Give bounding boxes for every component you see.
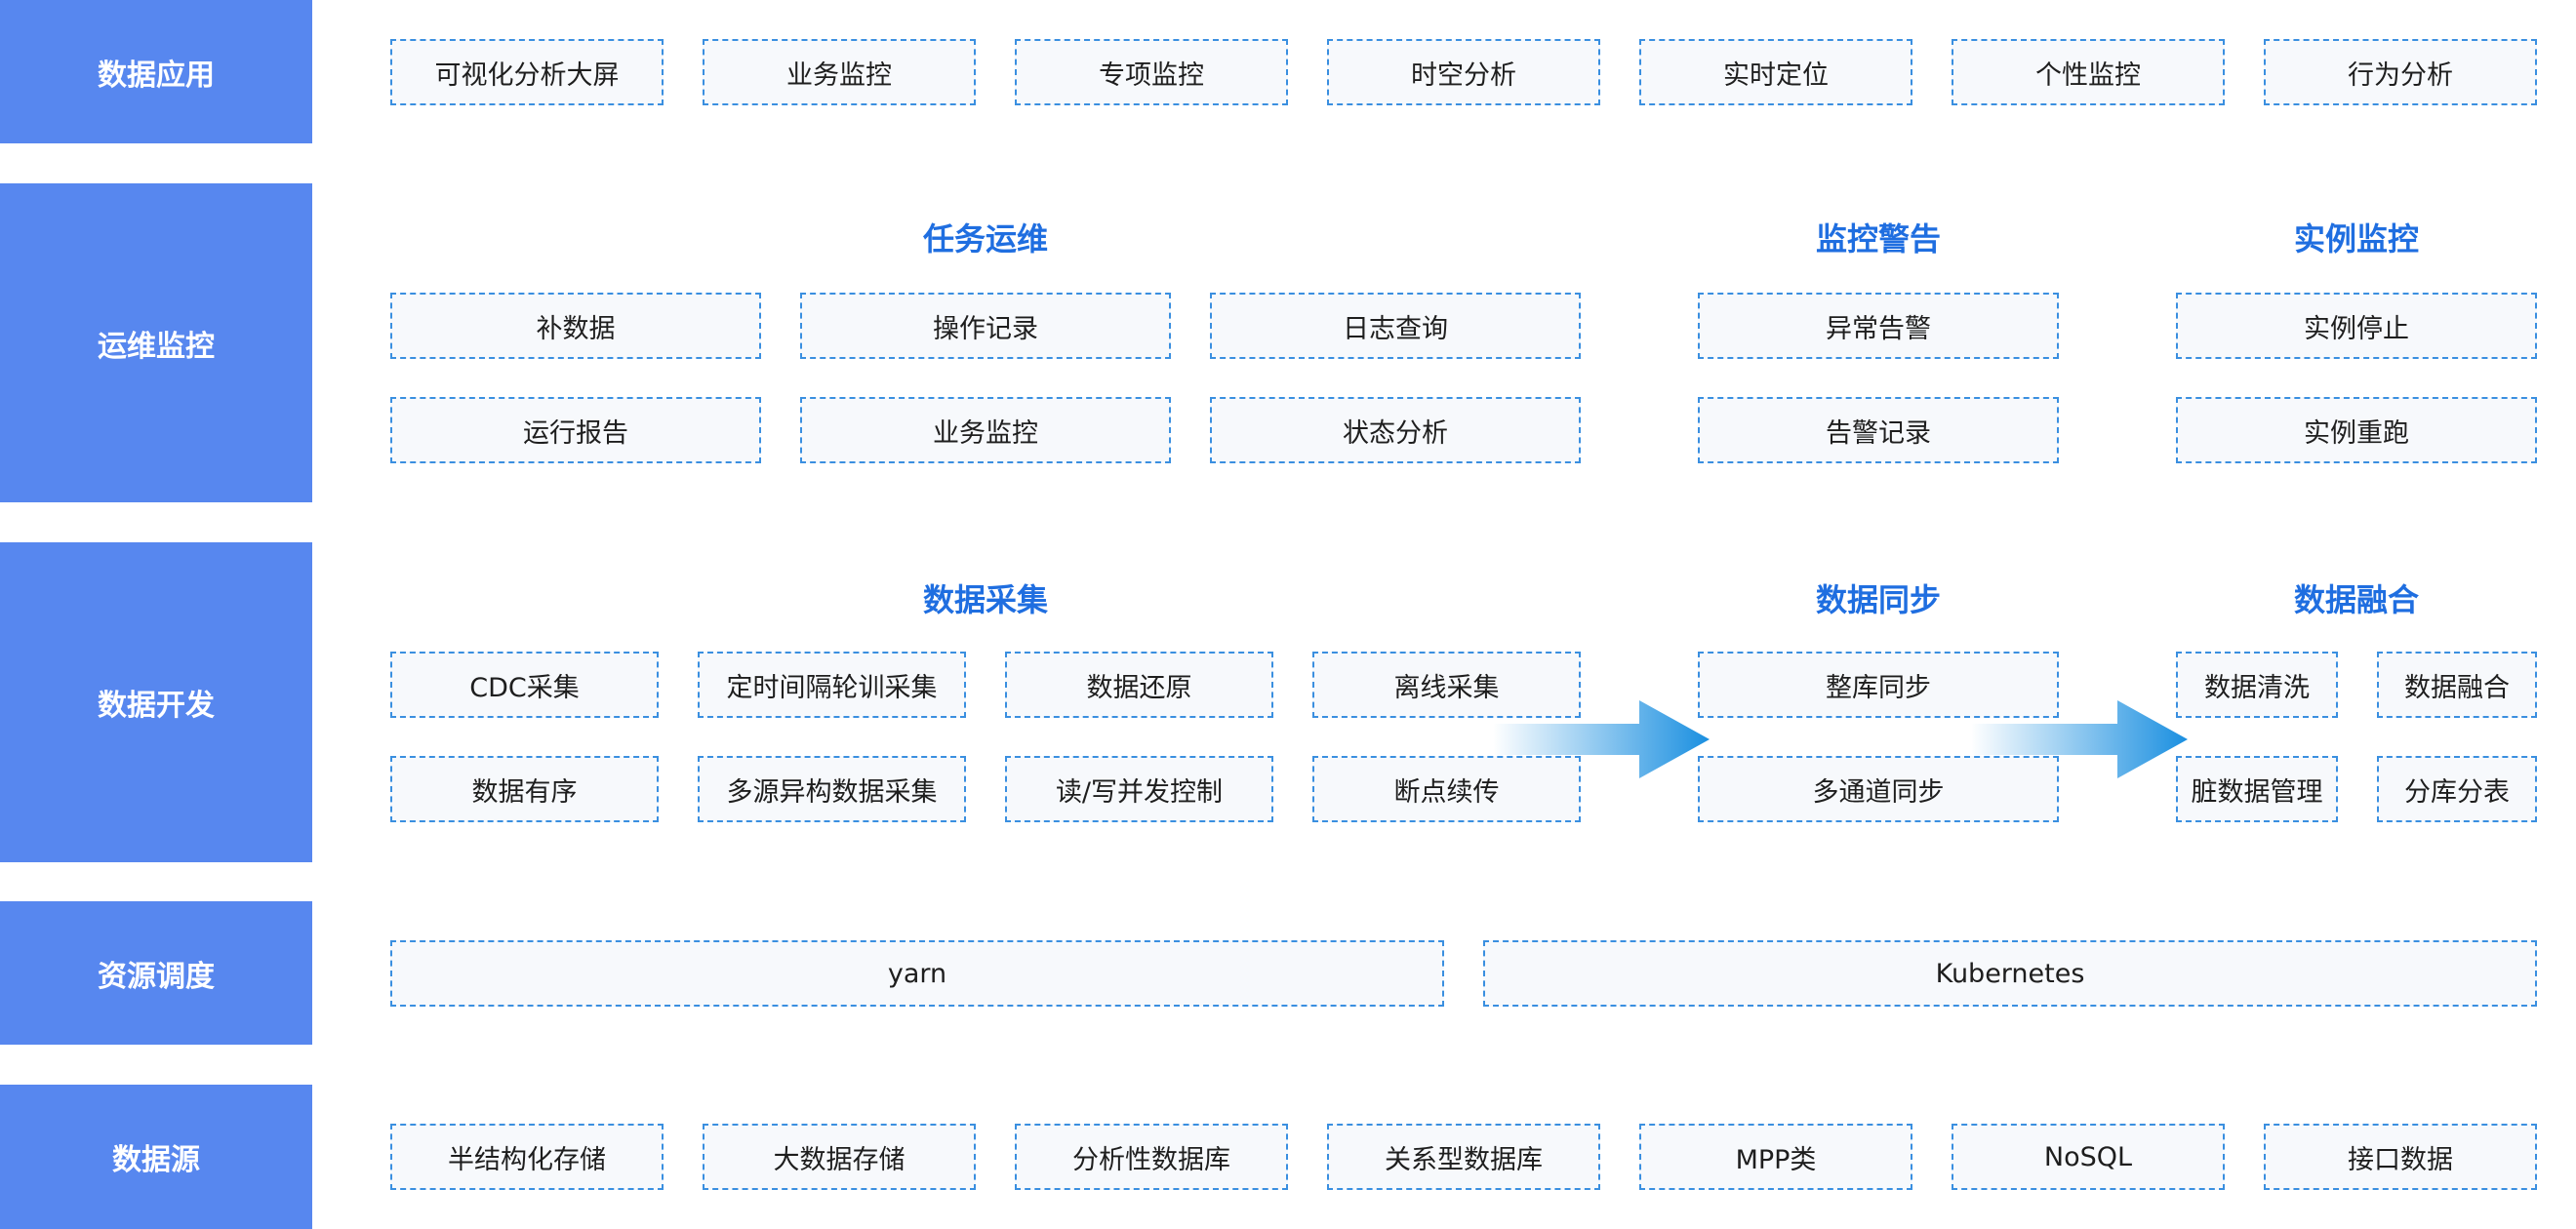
ops-task-item: 操作记录 bbox=[800, 293, 1171, 359]
ops-instance-item: 实例停止 bbox=[2176, 293, 2537, 359]
ops-instance-item: 实例重跑 bbox=[2176, 397, 2537, 463]
dev-collect-item: 多源异构数据采集 bbox=[698, 756, 966, 822]
dev-collect-item: CDC采集 bbox=[390, 652, 659, 718]
ops-alert-item: 异常告警 bbox=[1698, 293, 2059, 359]
flow-arrow-icon bbox=[1971, 700, 2188, 778]
app-item: 行为分析 bbox=[2264, 39, 2537, 105]
dev-collect-item: 离线采集 bbox=[1312, 652, 1581, 718]
ops-task-item: 业务监控 bbox=[800, 397, 1171, 463]
ops-task-item: 补数据 bbox=[390, 293, 761, 359]
source-item: 大数据存储 bbox=[703, 1124, 976, 1190]
dev-collect-item: 定时间隔轮训采集 bbox=[698, 652, 966, 718]
source-item: 半结构化存储 bbox=[390, 1124, 664, 1190]
source-item: MPP类 bbox=[1639, 1124, 1912, 1190]
dev-sync-item: 整库同步 bbox=[1698, 652, 2059, 718]
source-item: 接口数据 bbox=[2264, 1124, 2537, 1190]
app-item: 个性监控 bbox=[1952, 39, 2225, 105]
flow-arrow-icon bbox=[1493, 700, 1710, 778]
section-title-data-sync: 数据同步 bbox=[1815, 581, 1941, 618]
resource-item-yarn: yarn bbox=[390, 940, 1444, 1007]
row-label-data-application: 数据应用 bbox=[0, 0, 312, 143]
dev-fusion-item: 数据融合 bbox=[2377, 652, 2537, 718]
source-item: 分析性数据库 bbox=[1015, 1124, 1288, 1190]
section-title-data-collect: 数据采集 bbox=[922, 581, 1048, 618]
row-label-ops-monitoring: 运维监控 bbox=[0, 183, 312, 502]
dev-collect-item: 读/写并发控制 bbox=[1005, 756, 1273, 822]
dev-fusion-item: 分库分表 bbox=[2377, 756, 2537, 822]
row-label-resource-scheduling: 资源调度 bbox=[0, 901, 312, 1045]
dev-collect-item: 数据还原 bbox=[1005, 652, 1273, 718]
app-item: 实时定位 bbox=[1639, 39, 1912, 105]
ops-task-item: 状态分析 bbox=[1210, 397, 1581, 463]
app-item: 专项监控 bbox=[1015, 39, 1288, 105]
section-title-monitor-alert: 监控警告 bbox=[1815, 220, 1941, 258]
app-item: 时空分析 bbox=[1327, 39, 1600, 105]
dev-collect-item: 数据有序 bbox=[390, 756, 659, 822]
dev-sync-item: 多通道同步 bbox=[1698, 756, 2059, 822]
dev-fusion-item: 脏数据管理 bbox=[2176, 756, 2338, 822]
ops-task-item: 日志查询 bbox=[1210, 293, 1581, 359]
section-title-task-ops: 任务运维 bbox=[922, 220, 1048, 258]
app-item: 可视化分析大屏 bbox=[390, 39, 664, 105]
section-title-instance-monitor: 实例监控 bbox=[2293, 220, 2419, 258]
source-item: NoSQL bbox=[1952, 1124, 2225, 1190]
row-label-data-source: 数据源 bbox=[0, 1085, 312, 1229]
app-item: 业务监控 bbox=[703, 39, 976, 105]
dev-collect-item: 断点续传 bbox=[1312, 756, 1581, 822]
row-label-data-development: 数据开发 bbox=[0, 542, 312, 862]
ops-alert-item: 告警记录 bbox=[1698, 397, 2059, 463]
section-title-data-fusion: 数据融合 bbox=[2293, 581, 2419, 618]
ops-task-item: 运行报告 bbox=[390, 397, 761, 463]
source-item: 关系型数据库 bbox=[1327, 1124, 1600, 1190]
resource-item-kubernetes: Kubernetes bbox=[1483, 940, 2537, 1007]
dev-fusion-item: 数据清洗 bbox=[2176, 652, 2338, 718]
